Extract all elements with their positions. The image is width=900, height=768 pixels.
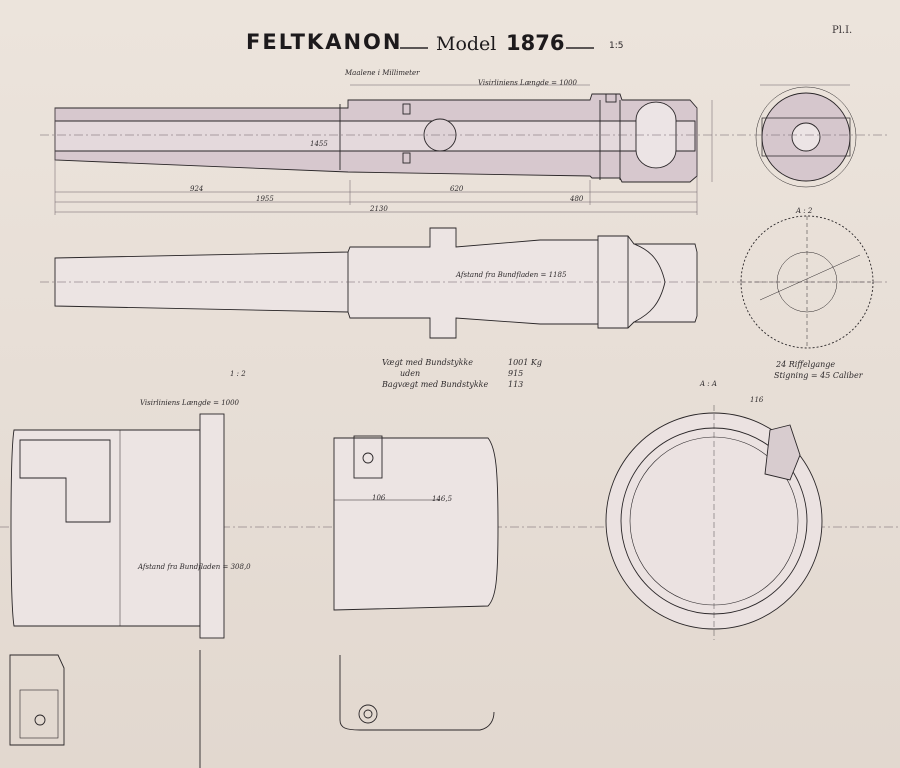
- weight-without-label: uden: [400, 369, 421, 378]
- units-note: Maalene i Millimeter: [345, 69, 420, 77]
- barrel-section-view: [54, 93, 698, 183]
- breech-detail-view: [10, 413, 225, 639]
- dimension-b: 620: [450, 185, 464, 193]
- drawing-model-year: 1876: [506, 31, 565, 55]
- barrel-end-view: [755, 86, 857, 188]
- section-label-3: A : A: [700, 380, 717, 388]
- dimension-d: 146,5: [432, 495, 453, 503]
- dimension-bore: 1955: [256, 195, 274, 203]
- distance-from-base-detail: Afstand fra Bundfladen = 308,0: [138, 563, 251, 571]
- lower-detail-views: [9, 650, 495, 768]
- back-weight-value: 113: [508, 380, 524, 389]
- rifling-count: 24 Riffelgange: [776, 360, 836, 369]
- distance-from-base-main: Afstand fra Bundfladen = 1185: [456, 271, 567, 279]
- dimension-overall: 2130: [370, 205, 388, 213]
- sight-length-top: Visirliniens Længde = 1000: [478, 79, 578, 87]
- section-label-2: A : 2: [796, 207, 813, 215]
- dimension-lines: [54, 84, 850, 215]
- breech-ring-view: [605, 405, 823, 640]
- barrel-exterior-view: [54, 227, 698, 339]
- weight-with-value: 1001 Kg: [508, 358, 542, 367]
- plate-number: Pl.I.: [832, 25, 853, 36]
- dimension-f: 116: [750, 396, 764, 404]
- drawing-scale: 1:5: [609, 41, 624, 51]
- dimension-e: 106: [372, 494, 386, 502]
- weight-without-value: 915: [508, 369, 524, 378]
- dimension-chase: 924: [190, 185, 204, 193]
- dimension-a: 1455: [310, 140, 328, 148]
- breech-block-view: [333, 435, 499, 611]
- weight-with-label: Vægt med Bundstykke: [382, 358, 473, 367]
- drawing-title: FELTKANON: [246, 30, 403, 54]
- sight-length-bottom: Visirliniens Længde = 1000: [140, 399, 240, 407]
- section-label-1: 1 : 2: [230, 370, 246, 378]
- dimension-c: 480: [570, 195, 584, 203]
- rifling-pitch: Stigning = 45 Caliber: [774, 371, 863, 380]
- drawing-model-label: Model: [436, 33, 497, 55]
- back-weight-label: Bagvægt med Bundstykke: [382, 380, 489, 389]
